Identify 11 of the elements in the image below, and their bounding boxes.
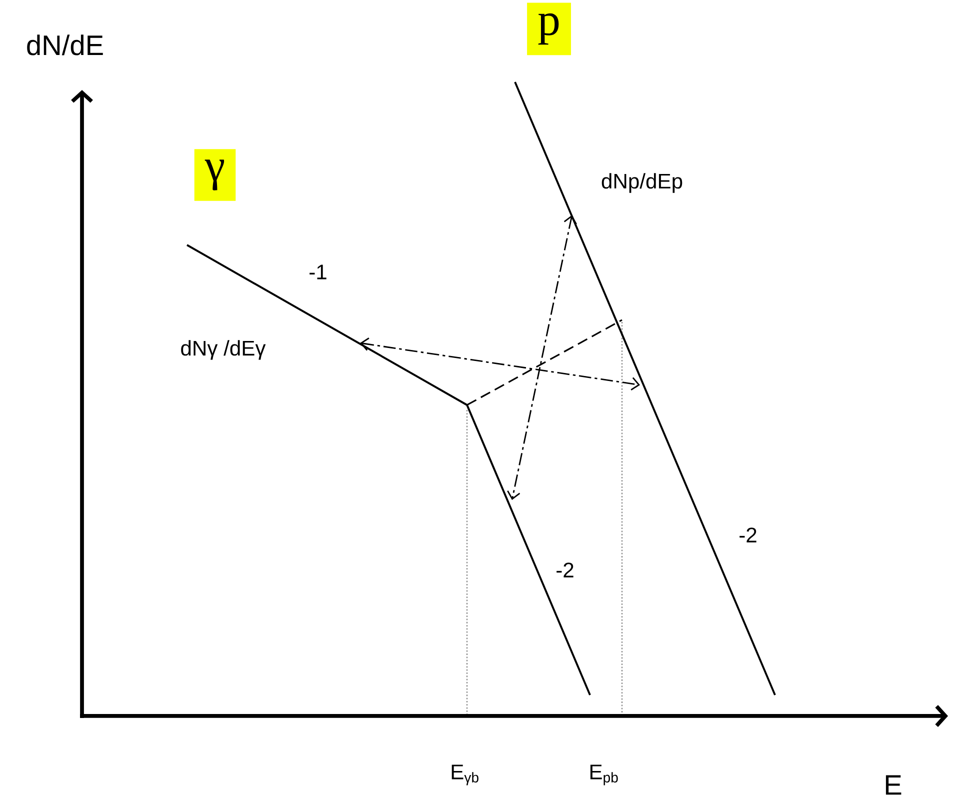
highlight-label: p — [527, 2, 571, 56]
curve-label: dNp/dEp — [602, 173, 682, 193]
curve-label: dNγ /dEγ — [181, 340, 266, 360]
highlight-label: γ — [194, 149, 236, 201]
tick-label: E$_{γb}$ — [452, 764, 478, 786]
slope-label: -2 — [740, 528, 756, 542]
axis-label: E — [886, 775, 902, 795]
axis-label: dN/dE — [27, 34, 103, 56]
slope-label: -2 — [556, 562, 574, 578]
slope-label: -1 — [310, 264, 326, 280]
tick-label: E$_{pb}$ — [590, 764, 618, 786]
